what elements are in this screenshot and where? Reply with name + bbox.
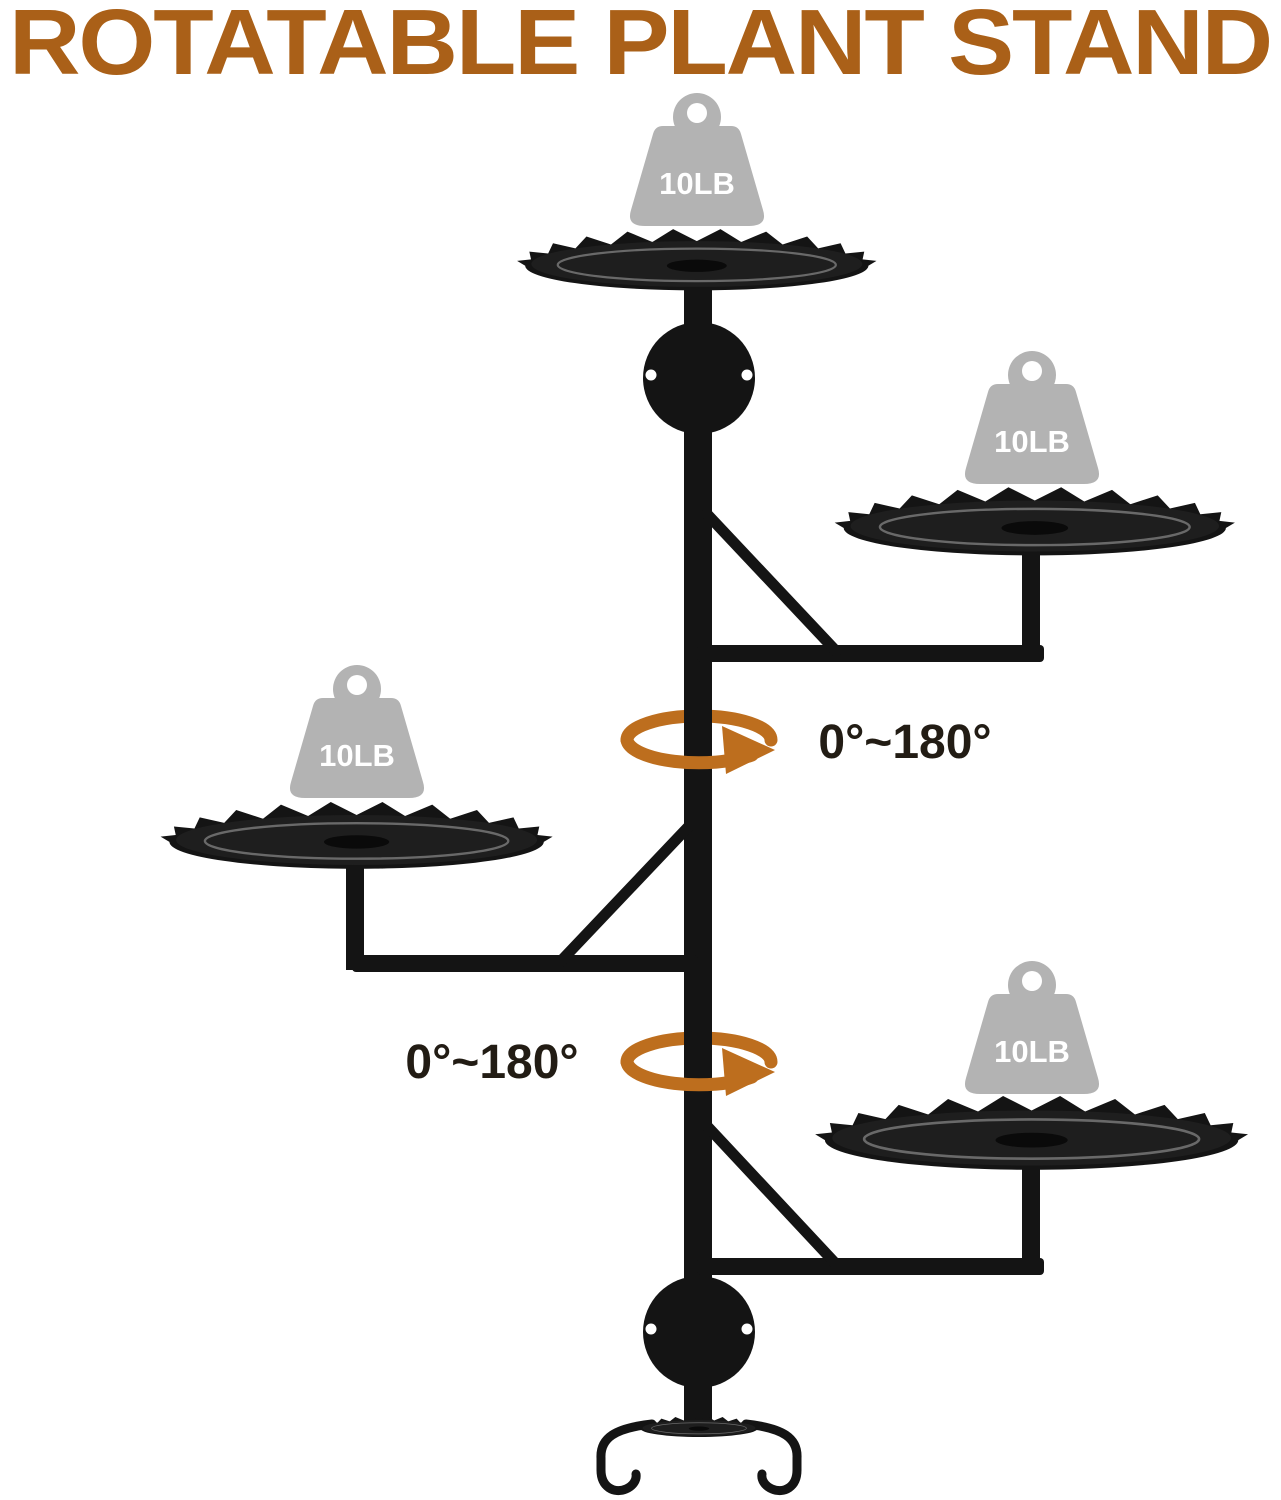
weight-icon-top <box>629 93 765 226</box>
page-title: ROTATABLE PLANT STAND <box>9 0 1271 94</box>
wall-mount-top <box>643 322 755 434</box>
tray-right-upper <box>833 485 1237 557</box>
brace-left-middle <box>554 818 697 968</box>
hook-left-icon <box>596 1419 657 1496</box>
weight-icon-right-upper <box>964 351 1100 484</box>
arm-left-middle <box>352 955 698 972</box>
riser-right-lower <box>1022 1160 1040 1272</box>
weight-icon-right-lower <box>964 961 1100 1094</box>
wall-mount-bottom-hole-right <box>741 1323 753 1335</box>
wall-mount-bottom <box>643 1276 755 1388</box>
weight-label-right-upper: 10LB <box>994 424 1070 459</box>
arm-right-lower <box>697 1258 1044 1275</box>
weight-label-left-middle: 10LB <box>319 738 395 773</box>
hook-right-icon <box>741 1419 802 1496</box>
tray-right-lower <box>813 1094 1250 1172</box>
rotation-range-label-middle: 0°~180° <box>818 716 991 769</box>
weight-label-top: 10LB <box>659 166 735 201</box>
stand-structure <box>346 270 1044 1496</box>
center-pole <box>684 270 712 1435</box>
tray-left-middle <box>159 800 554 870</box>
weight-labels: 10LB 10LB 10LB 10LB <box>319 166 1070 1069</box>
wall-mount-top-hole-right <box>741 369 753 381</box>
arm-right-upper <box>697 645 1044 662</box>
riser-left-middle <box>346 858 364 970</box>
brace-right-lower <box>701 1120 842 1270</box>
wall-mount-top-hole-left <box>645 369 657 381</box>
weight-label-right-lower: 10LB <box>994 1034 1070 1069</box>
brace-right-upper <box>701 508 842 657</box>
riser-right-upper <box>1022 548 1040 660</box>
rotation-range-label-lower: 0°~180° <box>405 1036 578 1089</box>
wall-mount-bottom-hole-left <box>645 1323 657 1335</box>
tray-top <box>516 228 878 292</box>
weight-icon-left-middle <box>289 665 425 798</box>
